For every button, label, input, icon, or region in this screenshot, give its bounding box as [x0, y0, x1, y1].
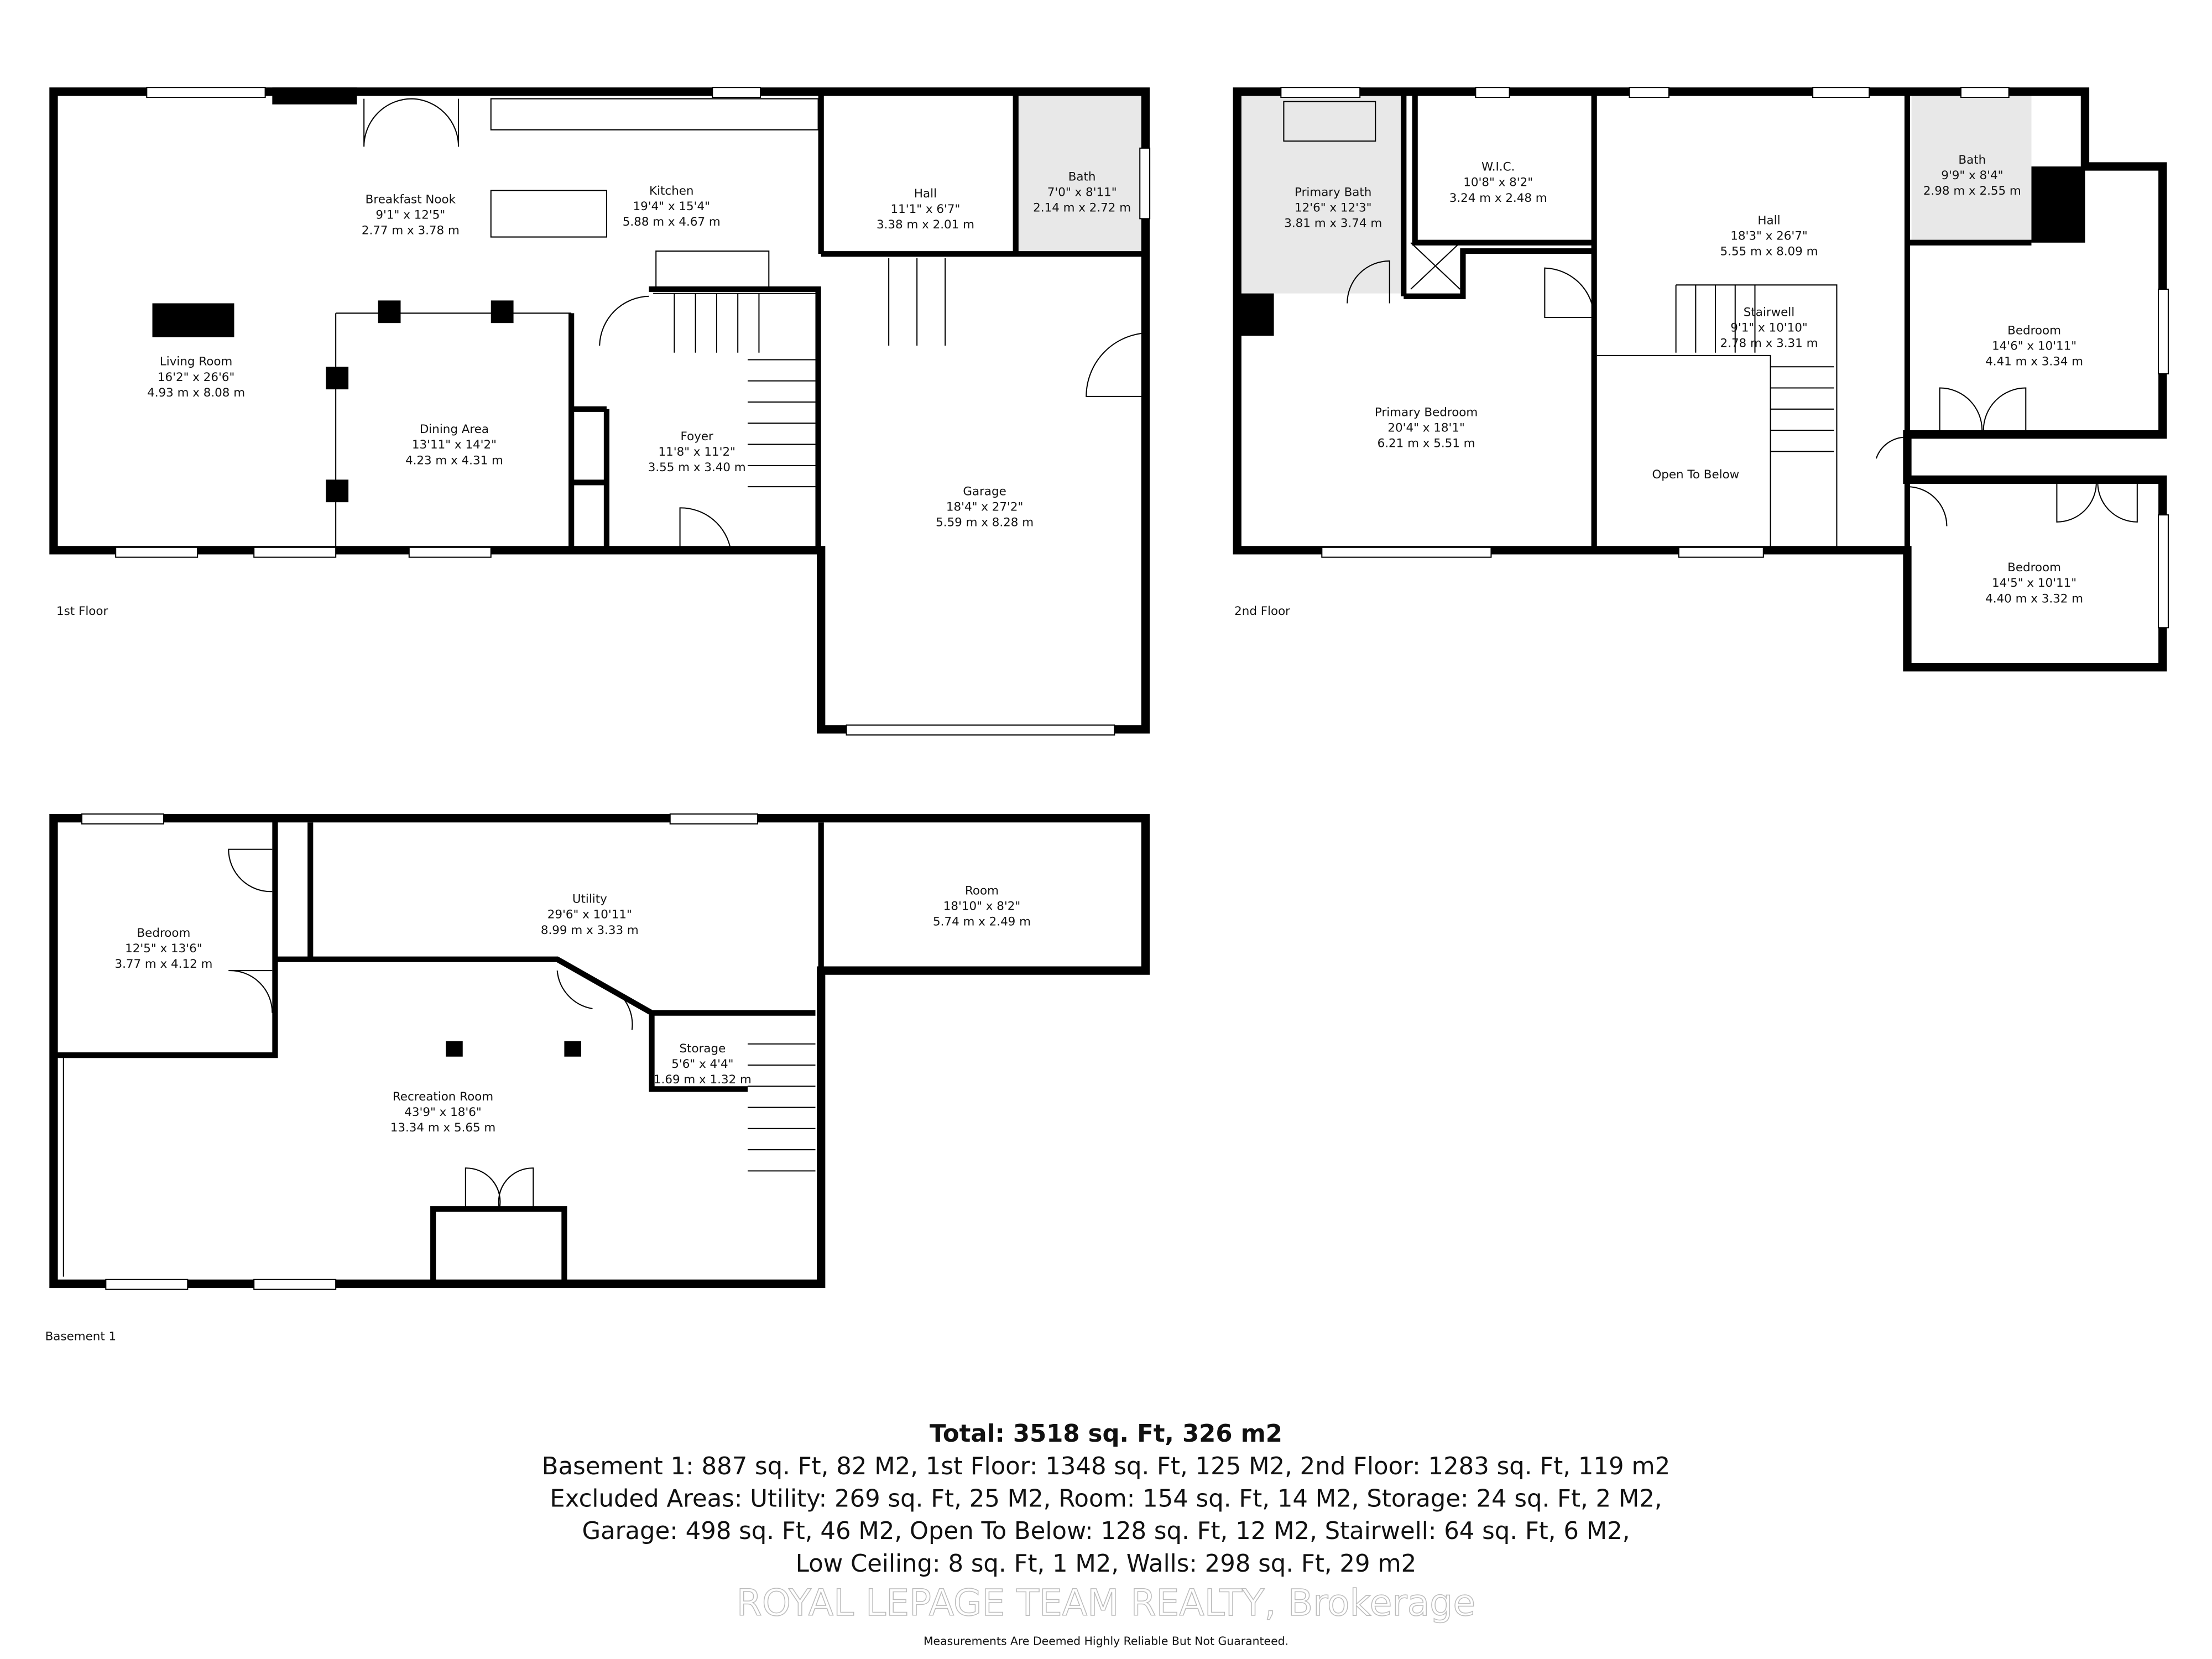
- area-summary: Total: 3518 sq. Ft, 326 m2 Basement 1: 8…: [542, 1420, 1670, 1647]
- total-area: Total: 3518 sq. Ft, 326 m2: [930, 1420, 1282, 1448]
- summary-line-1: Basement 1: 887 sq. Ft, 82 M2, 1st Floor…: [542, 1453, 1670, 1480]
- summary-line-2: Excluded Areas: Utility: 269 sq. Ft, 25 …: [550, 1485, 1662, 1512]
- brokerage-watermark: ROYAL LEPAGE TEAM REALTY, Brokerage: [737, 1581, 1475, 1624]
- room-label-open-to-below: Open To Below: [1652, 468, 1739, 482]
- floor-label-second: 2nd Floor: [1234, 604, 1290, 618]
- floor-label-basement: Basement 1: [45, 1329, 117, 1343]
- floor-label-first: 1st Floor: [56, 604, 108, 618]
- summary-line-3: Garage: 498 sq. Ft, 46 M2, Open To Below…: [582, 1517, 1630, 1545]
- room-label-wic: W.I.C.10'8" x 8'2"3.24 m x 2.48 m: [1449, 160, 1547, 205]
- disclaimer: Measurements Are Deemed Highly Reliable …: [924, 1634, 1288, 1647]
- summary-line-4: Low Ceiling: 8 sq. Ft, 1 M2, Walls: 298 …: [796, 1550, 1416, 1578]
